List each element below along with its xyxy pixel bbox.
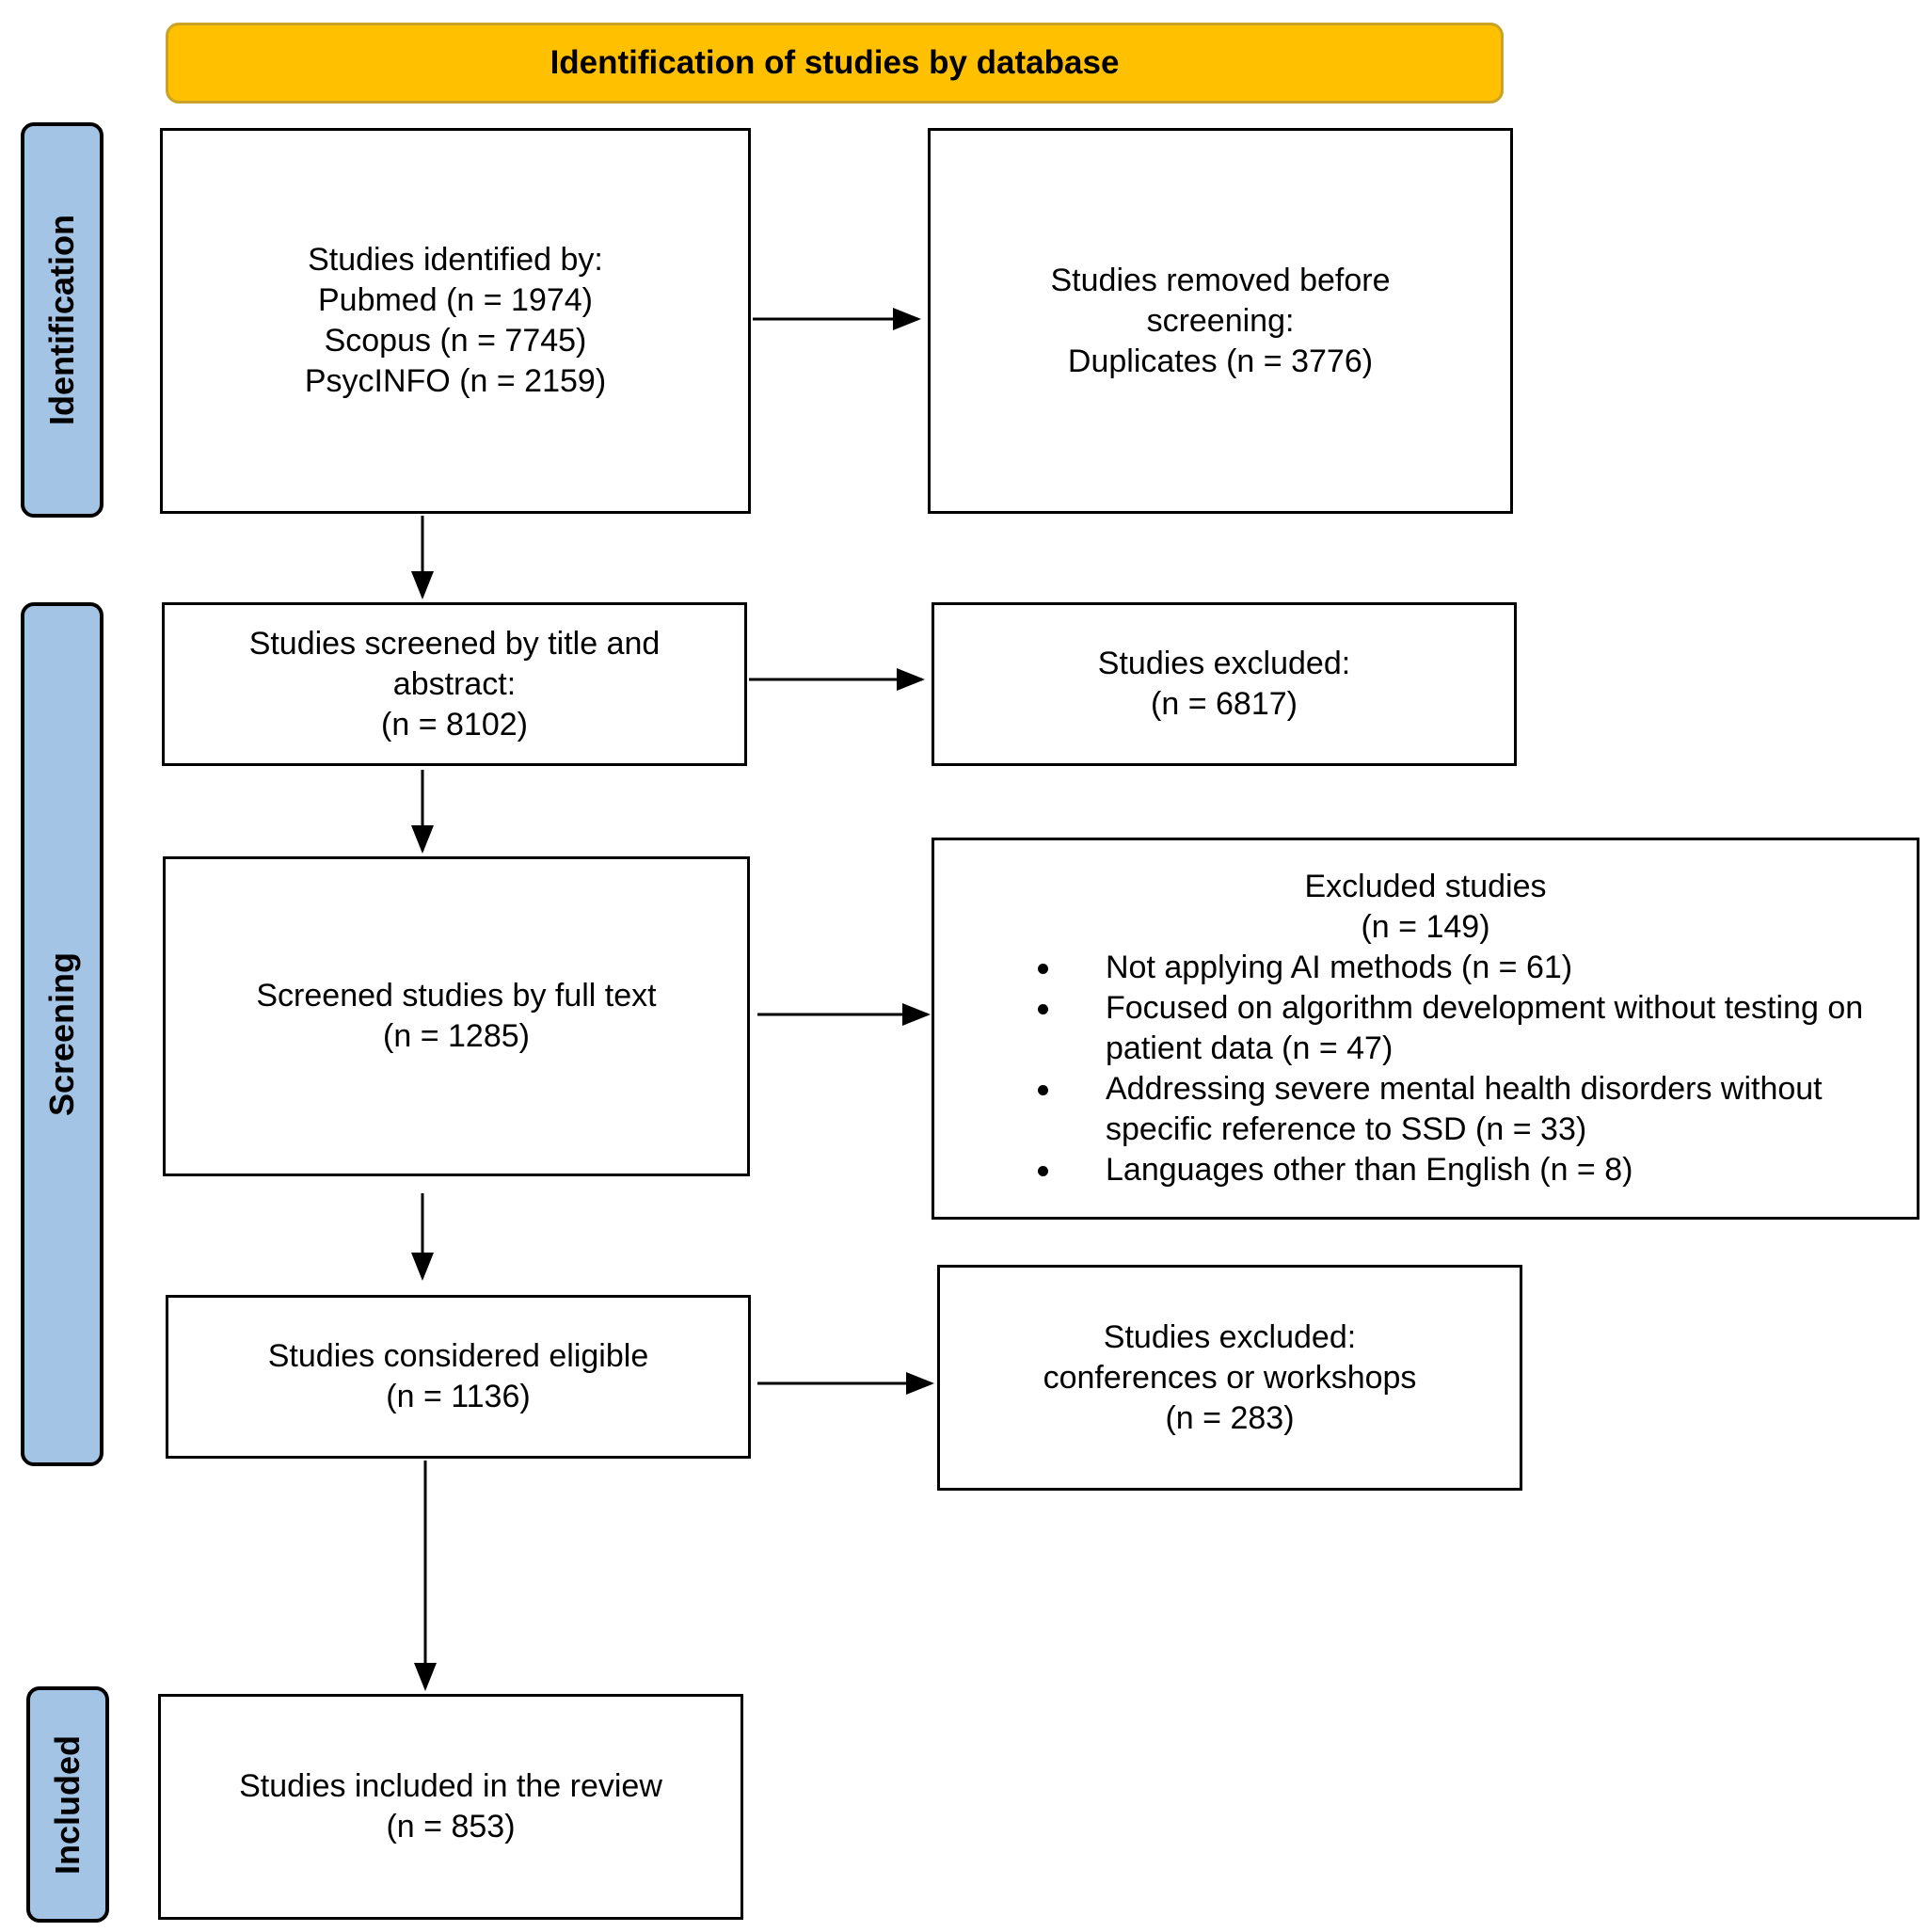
exclusion-reason: Languages other than English (n = 8) <box>934 1150 1917 1190</box>
identified-box: Studies identified by: Pubmed (n = 1974)… <box>160 128 751 514</box>
phase-identification: Identification <box>21 122 104 518</box>
header-banner: Identification of studies by database <box>166 23 1504 104</box>
eligible-line-1: Studies considered eligible <box>267 1338 649 1374</box>
excluded-full-box: Excluded studies (n = 149) Not applying … <box>932 838 1919 1220</box>
phase-screening: Screening <box>21 602 104 1466</box>
screened-title-box: Studies screened by title and abstract: … <box>162 602 747 766</box>
included-box: Studies included in the review (n = 853) <box>158 1694 743 1920</box>
removed-box: Studies removed before screening: Duplic… <box>928 128 1513 514</box>
included-line-1: Studies included in the review <box>239 1768 662 1804</box>
removed-line-2: screening: <box>1146 302 1295 339</box>
excluded-conf-line-1: Studies excluded: <box>1103 1318 1357 1355</box>
screened-full-box: Screened studies by full text (n = 1285) <box>163 856 750 1176</box>
removed-line-3: Duplicates (n = 3776) <box>1067 343 1374 379</box>
identified-line-2: Pubmed (n = 1974) <box>317 282 594 318</box>
screened-title-line-3: (n = 8102) <box>381 706 528 742</box>
identified-line-3: Scopus (n = 7745) <box>324 323 587 359</box>
excluded-conf-line-2: conferences or workshops <box>1043 1359 1417 1396</box>
removed-line-1: Studies removed before <box>1050 262 1391 298</box>
included-line-2: (n = 853) <box>386 1809 516 1844</box>
phase-included: Included <box>26 1686 109 1923</box>
excluded-conf-box: Studies excluded: conferences or worksho… <box>937 1265 1522 1491</box>
identified-line-4: PsycINFO (n = 2159) <box>304 363 607 399</box>
excluded-title-box: Studies excluded: (n = 6817) <box>932 602 1517 766</box>
exclusion-reasons-list: Not applying AI methods (n = 61) Focused… <box>934 948 1917 1190</box>
excluded-title-line-1: Studies excluded: <box>1097 646 1351 681</box>
screened-full-line-2: (n = 1285) <box>383 1018 530 1054</box>
screened-title-line-2: abstract: <box>392 665 517 702</box>
screened-full-line-1: Screened studies by full text <box>256 978 657 1014</box>
eligible-line-2: (n = 1136) <box>386 1379 531 1414</box>
excluded-title-line-2: (n = 6817) <box>1151 686 1298 722</box>
exclusion-reason: Not applying AI methods (n = 61) <box>934 948 1917 988</box>
header-title: Identification of studies by database <box>549 44 1120 81</box>
excluded-conf-line-3: (n = 283) <box>1165 1399 1295 1436</box>
excluded-full-count: (n = 149) <box>1361 909 1490 945</box>
eligible-box: Studies considered eligible (n = 1136) <box>166 1295 751 1459</box>
identified-line-1: Studies identified by: <box>308 242 603 278</box>
exclusion-reason: Focused on algorithm development without… <box>934 988 1917 1069</box>
screened-title-line-1: Studies screened by title and <box>248 625 661 662</box>
exclusion-reason: Addressing severe mental health disorder… <box>934 1069 1917 1150</box>
excluded-full-title: Excluded studies <box>1304 869 1547 904</box>
